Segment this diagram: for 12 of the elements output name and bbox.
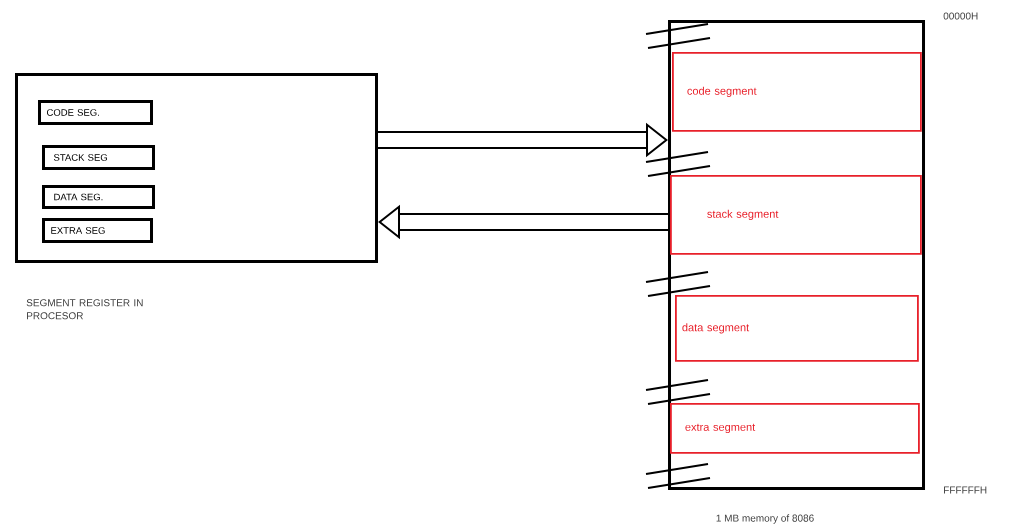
address-label: 00000H bbox=[943, 12, 978, 20]
memory-segment-box: stack segment bbox=[670, 175, 922, 255]
register-box: DATA SEG. bbox=[42, 185, 155, 209]
memory-segment-box: data segment bbox=[675, 295, 919, 362]
register-box: CODE SEG. bbox=[38, 100, 153, 125]
node-label: 1 MB memory of 8086 bbox=[716, 514, 814, 524]
node-label: SEGMENT REGISTER IN PROCESOR bbox=[26, 299, 143, 320]
address-label: FFFFFFH bbox=[944, 486, 987, 494]
memory-segment-box: extra segment bbox=[670, 403, 920, 454]
register-box: EXTRA SEG bbox=[42, 218, 153, 243]
memory-segment-box: code segment bbox=[672, 52, 922, 132]
register-box: STACK SEG bbox=[42, 145, 155, 170]
